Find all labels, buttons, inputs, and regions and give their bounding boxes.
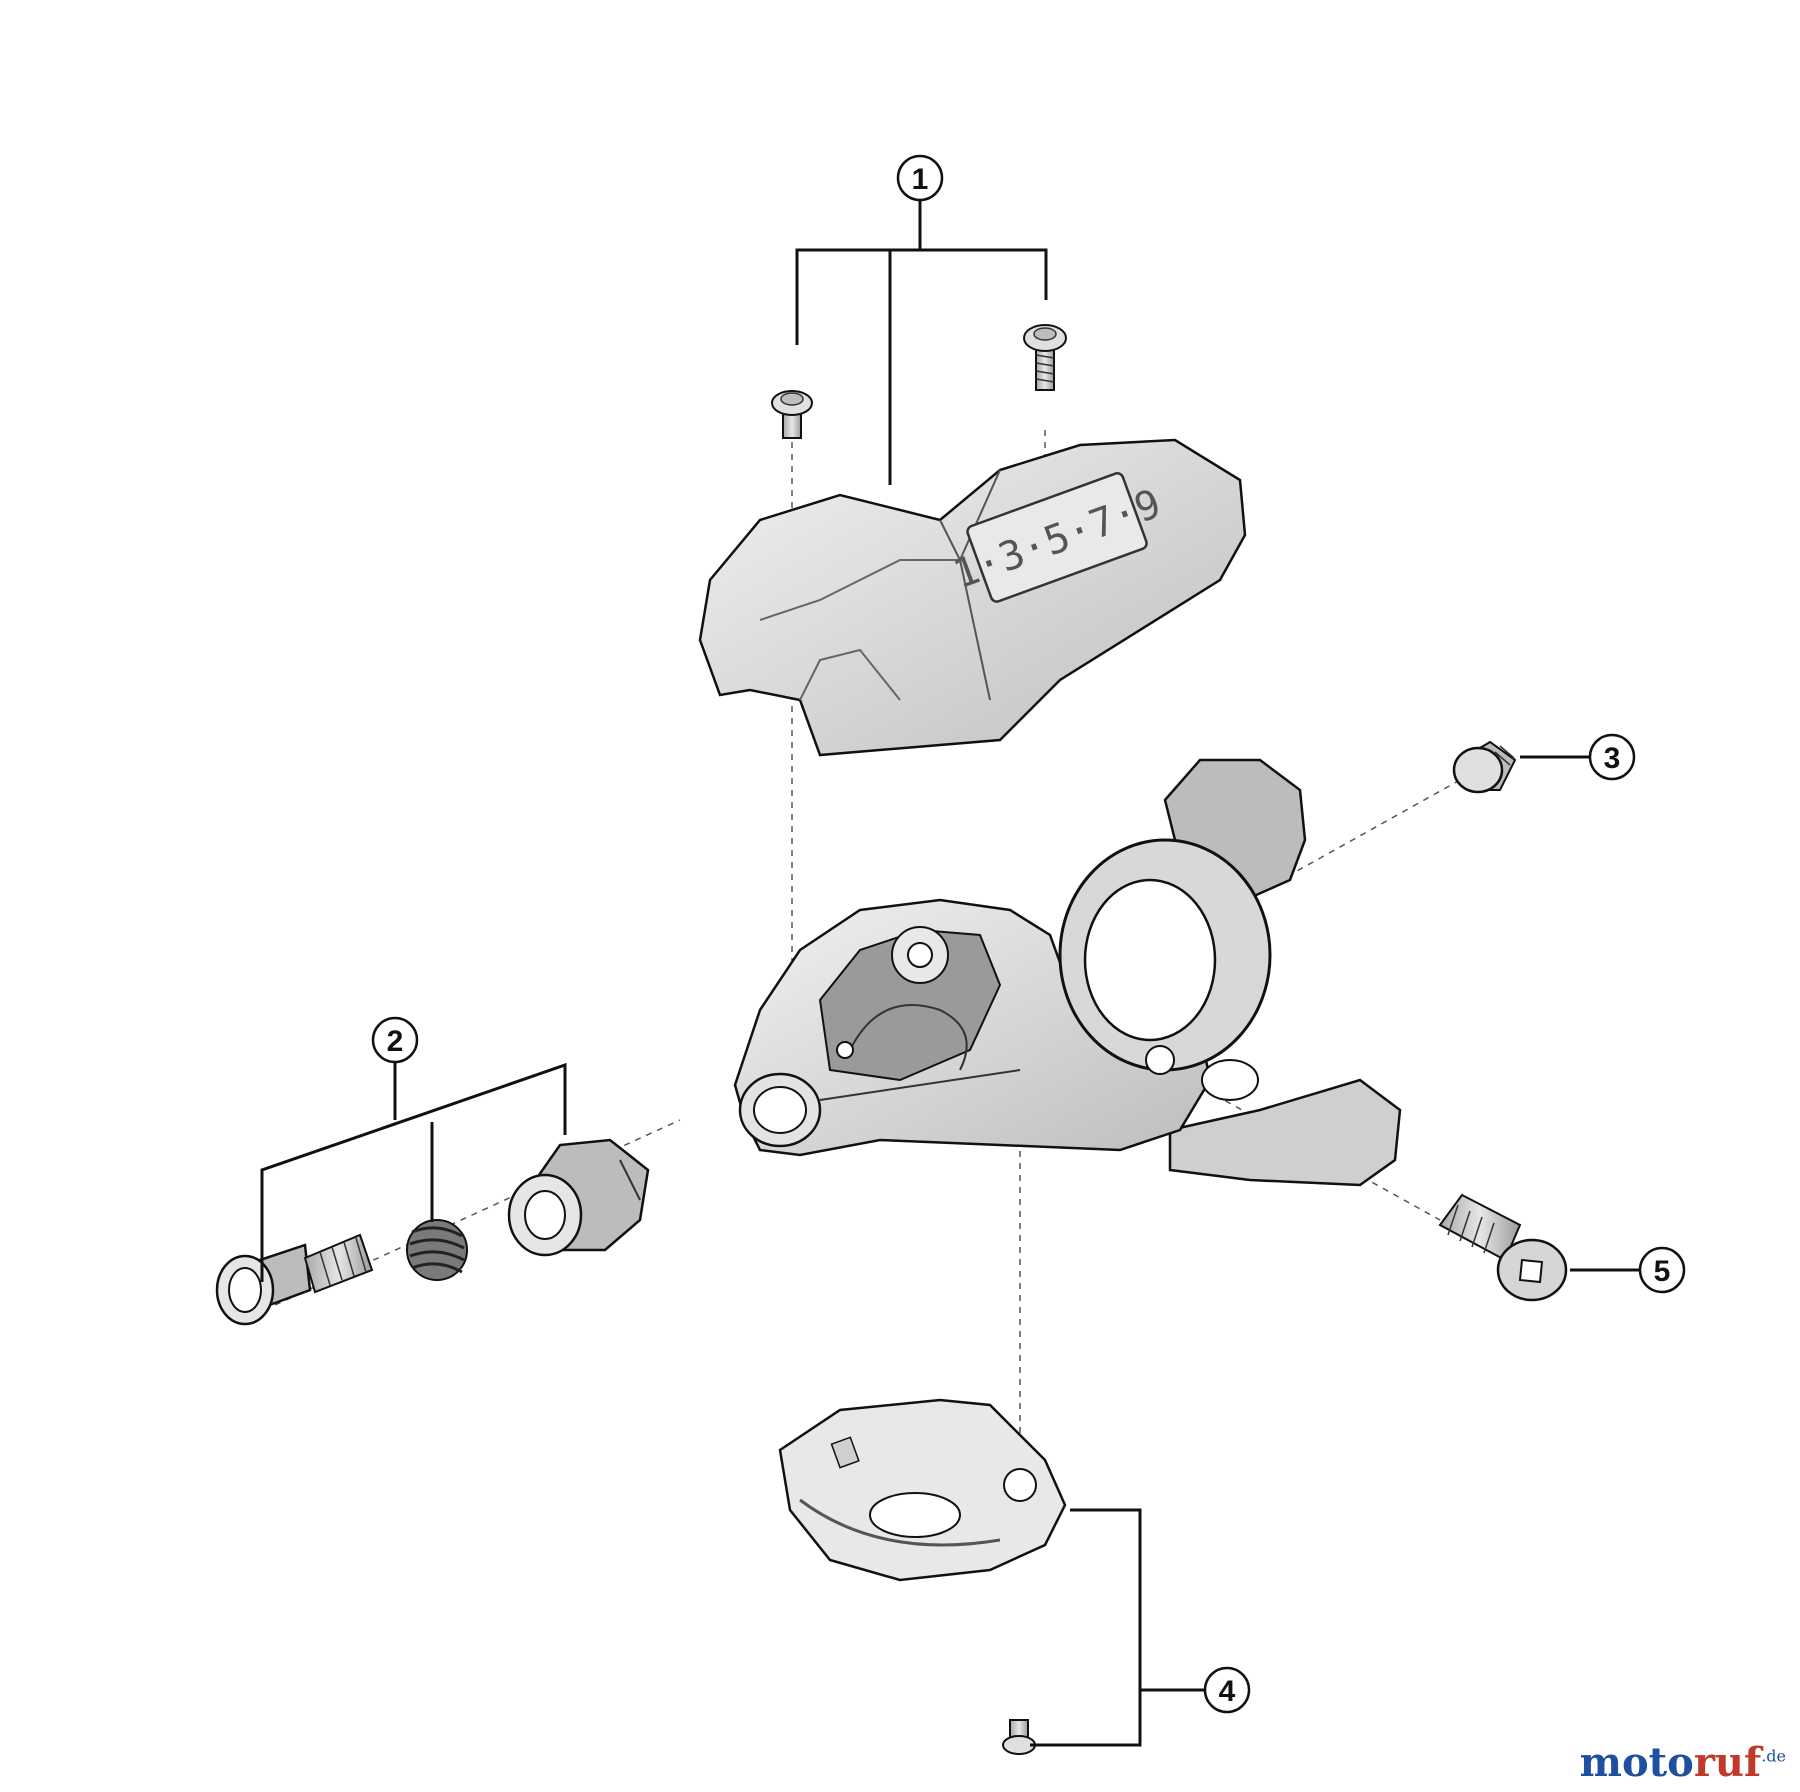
bottom-cover-screw (1002, 1719, 1036, 1755)
shifter-main-body (733, 758, 1402, 1187)
top-cover-part: 1·3·5·7·9 (698, 438, 1247, 757)
cover-screw-right (1023, 324, 1067, 391)
watermark-logo: motoruf.de (1579, 1739, 1786, 1786)
adjuster-barrel (507, 1138, 650, 1257)
callout-4-label: 4 (1219, 1675, 1236, 1708)
callout-1-label: 1 (912, 163, 929, 196)
cover-screw-left (771, 390, 813, 439)
callout-4: 4 (1203, 1666, 1251, 1714)
callout-3: 3 (1588, 733, 1636, 781)
bottom-cover-part (778, 1398, 1067, 1582)
adjuster-bolt (215, 1233, 374, 1326)
callout-5-label: 5 (1654, 1255, 1671, 1288)
plug-cap (1452, 740, 1517, 794)
callout-1: 1 (896, 154, 944, 202)
callout-2-label: 2 (387, 1025, 404, 1058)
callout-3-label: 3 (1604, 742, 1621, 775)
adjuster-spring (406, 1219, 468, 1281)
callout-5: 5 (1638, 1246, 1686, 1294)
leader-lines (260, 195, 1640, 1747)
clamp-bolt (1438, 1193, 1568, 1302)
callout-2: 2 (371, 1016, 419, 1064)
